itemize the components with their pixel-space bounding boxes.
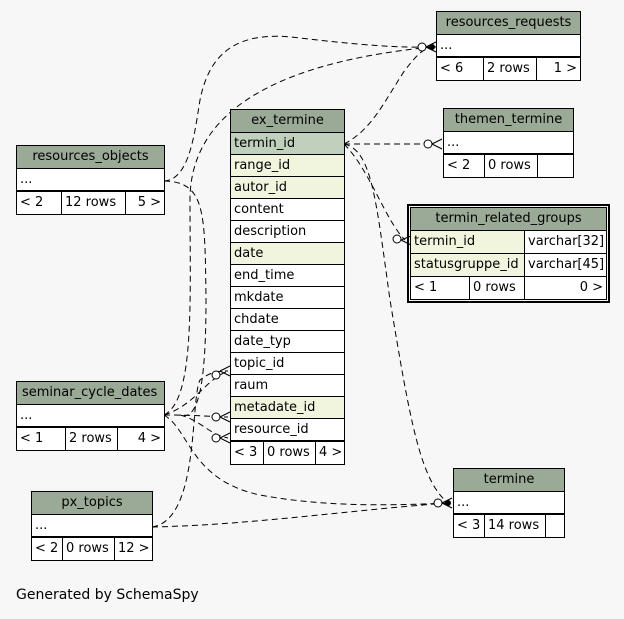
link-seminar_cycle_dates-ex_termine <box>163 414 229 418</box>
link-resources_objects-ex_termine <box>163 180 207 417</box>
table-seminar_cycle_dates[interactable]: seminar_cycle_dates ... < 1 2 rows 4 > <box>16 381 165 451</box>
parents-count: < 1 <box>20 431 44 446</box>
link-ex_termine-resources_requests <box>343 46 433 145</box>
link-ex_termine-termine <box>343 143 449 504</box>
row-count: 12 rows <box>61 192 125 214</box>
table-footer: < 2 0 rows <box>444 154 573 177</box>
column-type: varchar[45] <box>524 254 606 276</box>
parents-count: < 2 <box>447 158 471 173</box>
table-themen_termine[interactable]: themen_termine ... < 2 0 rows <box>443 108 574 178</box>
children-count: 0 > <box>524 277 606 299</box>
children-count: 4 > <box>315 442 344 464</box>
parents-count: < 6 <box>440 61 464 76</box>
row-count: 2 rows <box>483 58 536 80</box>
table-title: termine <box>454 469 564 492</box>
generator-credit: Generated by SchemaSpy <box>16 587 199 603</box>
link-seminar_cycle_dates-termine <box>163 414 449 506</box>
column-content: content <box>231 199 344 221</box>
column-name: statusgruppe_id <box>411 254 524 276</box>
crowfoot-ring <box>417 42 427 52</box>
link-resource-ex_termine <box>179 414 229 439</box>
column-range_id: range_id <box>231 155 344 177</box>
row-count: 0 rows <box>469 277 524 299</box>
column-metadate_id: metadate_id <box>231 397 344 419</box>
link-ex_termine-termin_related_groups <box>343 143 406 241</box>
column-row-statusgruppe_id: statusgruppe_id varchar[45] <box>411 254 606 276</box>
table-termine[interactable]: termine ... < 3 14 rows <box>453 468 565 538</box>
row-count: 0 rows <box>263 442 315 464</box>
column-topic_id: topic_id <box>231 353 344 375</box>
parents-count: < 3 <box>457 518 481 533</box>
crowfoot-ring <box>423 139 433 149</box>
crowfoot-ring <box>211 433 221 443</box>
table-title: seminar_cycle_dates <box>17 382 164 405</box>
column-description: description <box>231 221 344 243</box>
table-footer: < 1 0 rows 0 > <box>411 276 606 299</box>
row-count: 2 rows <box>65 428 117 450</box>
link-resources_objects-resources_requests <box>163 35 433 182</box>
table-termin_related_groups[interactable]: termin_related_groups termin_id varchar[… <box>407 204 610 303</box>
column-row-termin_id: termin_id varchar[32] <box>411 231 606 254</box>
crowfoot-ring <box>211 370 221 380</box>
link-seminar_cycle_dates-topic <box>163 370 229 416</box>
column-date_typ: date_typ <box>231 331 344 353</box>
column-date: date <box>231 243 344 265</box>
table-title: px_topics <box>32 492 152 515</box>
column-end_time: end_time <box>231 265 344 287</box>
children-count: 12 > <box>114 538 152 560</box>
table-row: ... <box>32 515 152 537</box>
row-count: 0 rows <box>62 538 114 560</box>
table-footer: < 3 0 rows 4 > <box>231 441 344 464</box>
table-title: termin_related_groups <box>411 208 606 231</box>
crowfoot <box>219 411 231 423</box>
column-termin_id: termin_id <box>231 133 344 155</box>
table-ex_termine[interactable]: ex_termine termin_id range_id autor_id c… <box>230 109 345 465</box>
table-resources_requests[interactable]: resources_requests ... < 6 2 rows 1 > <box>436 11 581 81</box>
table-footer: < 6 2 rows 1 > <box>437 57 580 80</box>
crowfoot <box>400 235 412 246</box>
table-title: resources_requests <box>437 12 580 35</box>
column-resource_id: resource_id <box>231 419 344 441</box>
crowfoot <box>431 138 443 150</box>
column-type: varchar[32] <box>524 231 606 253</box>
parents-count: < 1 <box>414 280 438 295</box>
parents-count: < 2 <box>35 541 59 556</box>
table-row: ... <box>17 169 164 191</box>
table-footer: < 1 2 rows 4 > <box>17 427 164 450</box>
table-footer: < 2 12 rows 5 > <box>17 191 164 214</box>
table-resources_objects[interactable]: resources_objects ... < 2 12 rows 5 > <box>16 145 165 215</box>
parents-count: < 3 <box>234 445 258 460</box>
children-count: 1 > <box>536 58 580 80</box>
column-chdate: chdate <box>231 309 344 331</box>
crowfoot-ring <box>433 498 443 508</box>
table-title: resources_objects <box>17 146 164 169</box>
crowfoot <box>219 432 231 444</box>
table-footer: < 2 0 rows 12 > <box>32 537 152 560</box>
children-count <box>545 515 564 537</box>
table-row: ... <box>454 492 564 514</box>
crowfoot-ring <box>211 412 221 422</box>
children-count: 5 > <box>125 192 164 214</box>
crowfoot-ring <box>392 234 402 244</box>
crowfoot <box>219 365 231 377</box>
row-count: 14 rows <box>484 515 545 537</box>
table-title: ex_termine <box>231 110 344 133</box>
table-row: ... <box>17 405 164 427</box>
column-mkdate: mkdate <box>231 287 344 309</box>
parents-count: < 2 <box>20 195 44 210</box>
table-row: ... <box>437 35 580 57</box>
column-raum: raum <box>231 375 344 397</box>
table-footer: < 3 14 rows <box>454 514 564 537</box>
row-count: 0 rows <box>484 155 537 177</box>
children-count <box>537 155 573 177</box>
column-name: termin_id <box>411 231 524 253</box>
table-row: ... <box>444 132 573 154</box>
children-count: 4 > <box>117 428 164 450</box>
table-px_topics[interactable]: px_topics ... < 2 0 rows 12 > <box>31 491 153 561</box>
table-title: themen_termine <box>444 109 573 132</box>
column-autor_id: autor_id <box>231 177 344 199</box>
link-px_topics-termine <box>151 502 449 528</box>
